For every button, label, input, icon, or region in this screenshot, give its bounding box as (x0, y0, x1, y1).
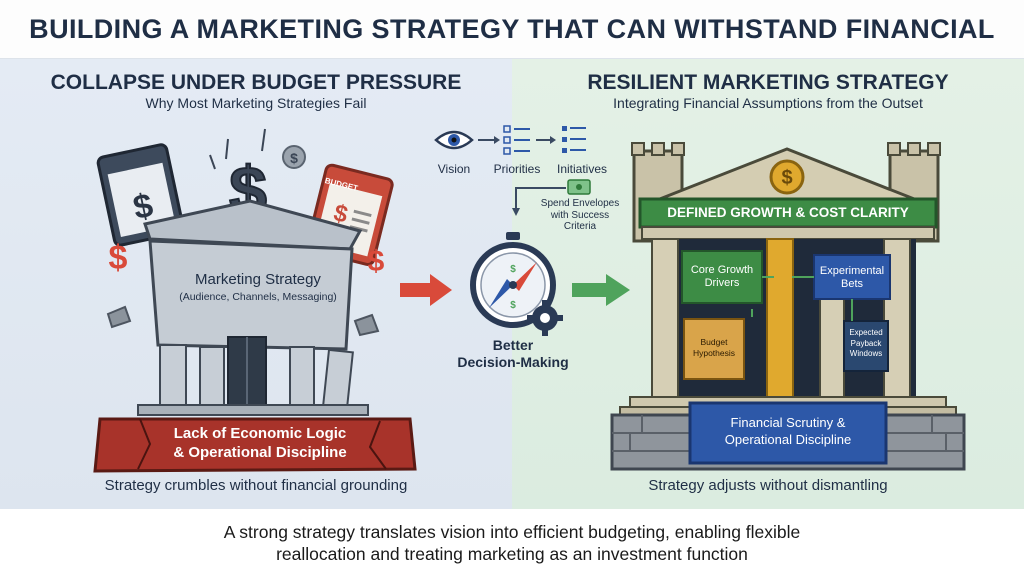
temple-subtitle: (Audience, Channels, Messaging) (179, 291, 337, 303)
flow-vision-label: Vision (437, 162, 471, 176)
footer: A strong strategy translates vision into… (0, 509, 1024, 576)
footer-line1: A strong strategy translates vision into… (223, 522, 801, 542)
banner-text: DEFINED GROWTH & COST CLARITY (667, 205, 909, 220)
temple-title: Marketing Strategy (195, 271, 321, 288)
spend-envelopes-label: Spend Envelopes with Success Criteria (530, 198, 630, 233)
decision-line1: Better (492, 337, 534, 353)
foundation-line1: Financial Scrutiny & (730, 415, 846, 430)
spend-line2: with Success (550, 209, 610, 221)
core-growth-line2: Drivers (704, 277, 740, 289)
core-growth-box (681, 250, 763, 304)
left-panel: COLLAPSE UNDER BUDGET PRESSURE Why Most … (0, 59, 512, 509)
resilient-temple-illustration: $ (610, 142, 966, 471)
experimental-line2: Bets (840, 278, 863, 290)
main-title: BUILDING A MARKETING STRATEGY THAT CAN W… (0, 0, 1024, 102)
budget-hypothesis-label: Budget Hypothesis (684, 337, 744, 359)
flow-priorities-label: Priorities (493, 162, 541, 176)
gold-coin-icon (769, 159, 805, 195)
payback-line2: Payback (850, 338, 882, 348)
debris-icon (106, 305, 132, 329)
svg-text:$: $ (781, 167, 792, 189)
left-caption: Strategy crumbles without financial grou… (104, 477, 408, 494)
left-base-line2: & Operational Discipline (173, 444, 347, 461)
initiatives-icon (562, 126, 586, 153)
core-growth-label: Core Growth Drivers (682, 264, 762, 290)
collapsing-temple-illustration: $ $ $ $ $ $ (93, 128, 417, 473)
left-base-line1: Lack of Economic Logic (173, 425, 347, 442)
foundation-line2: Operational Discipline (724, 432, 852, 447)
spend-line3: Criteria (563, 221, 597, 232)
right-panel-title: RESILIENT MARKETING STRATEGY (587, 71, 949, 94)
right-caption: Strategy adjusts without dismantling (648, 477, 888, 494)
coin-icon (282, 145, 306, 169)
spend-money-icon (567, 179, 591, 195)
red-dollar-right-icon: $ (368, 245, 385, 278)
gear-icon (527, 300, 563, 336)
budget-hypothesis-box (683, 318, 745, 380)
right-panel: RESILIENT MARKETING STRATEGY Integrating… (512, 59, 1024, 509)
budget-document-left-icon: $ (96, 143, 185, 247)
foundation-text: Financial Scrutiny & Operational Discipl… (690, 414, 886, 448)
core-growth-line1: Core Growth (690, 264, 754, 276)
compass-icon: $ $ (470, 232, 556, 328)
red-dollar-left-icon: $ (109, 239, 128, 277)
budget-hypothesis-line2: Hypothesis (692, 348, 736, 358)
gold-column (766, 238, 794, 400)
red-arrow-icon (400, 274, 452, 306)
payback-line1: Expected (849, 328, 883, 337)
left-panel-subtitle: Why Most Marketing Strategies Fail (145, 95, 367, 111)
payback-line3: Windows (849, 349, 883, 358)
decision-making-label: Better Decision-Making (446, 337, 580, 371)
left-panel-title: COLLAPSE UNDER BUDGET PRESSURE (50, 71, 462, 94)
spend-line1: Spend Envelopes (540, 198, 620, 209)
right-panel-subtitle: Integrating Financial Assumptions from t… (613, 95, 923, 111)
flow-initiatives-label: Initiatives (556, 162, 608, 176)
budget-hypothesis-line1: Budget (700, 337, 728, 347)
svg-text:$: $ (510, 264, 516, 275)
svg-text:$: $ (290, 150, 298, 166)
priorities-list-icon (503, 125, 530, 155)
footer-text: A strong strategy translates vision into… (112, 521, 912, 565)
experimental-bets-label: Experimental Bets (814, 265, 890, 291)
payback-box (843, 320, 889, 372)
blue-foundation-plaque (688, 401, 888, 465)
experimental-line1: Experimental (819, 265, 885, 277)
red-base (93, 417, 417, 473)
decision-line2: Decision-Making (457, 354, 569, 370)
svg-text:$: $ (510, 300, 516, 311)
footer-line2: reallocation and treating marketing as a… (276, 544, 748, 564)
temple-roof (143, 199, 363, 251)
payback-label: Expected Payback Windows (844, 328, 888, 360)
eye-icon (434, 130, 474, 150)
green-arrow-icon (572, 274, 630, 306)
left-base-text: Lack of Economic Logic & Operational Dis… (120, 424, 400, 462)
